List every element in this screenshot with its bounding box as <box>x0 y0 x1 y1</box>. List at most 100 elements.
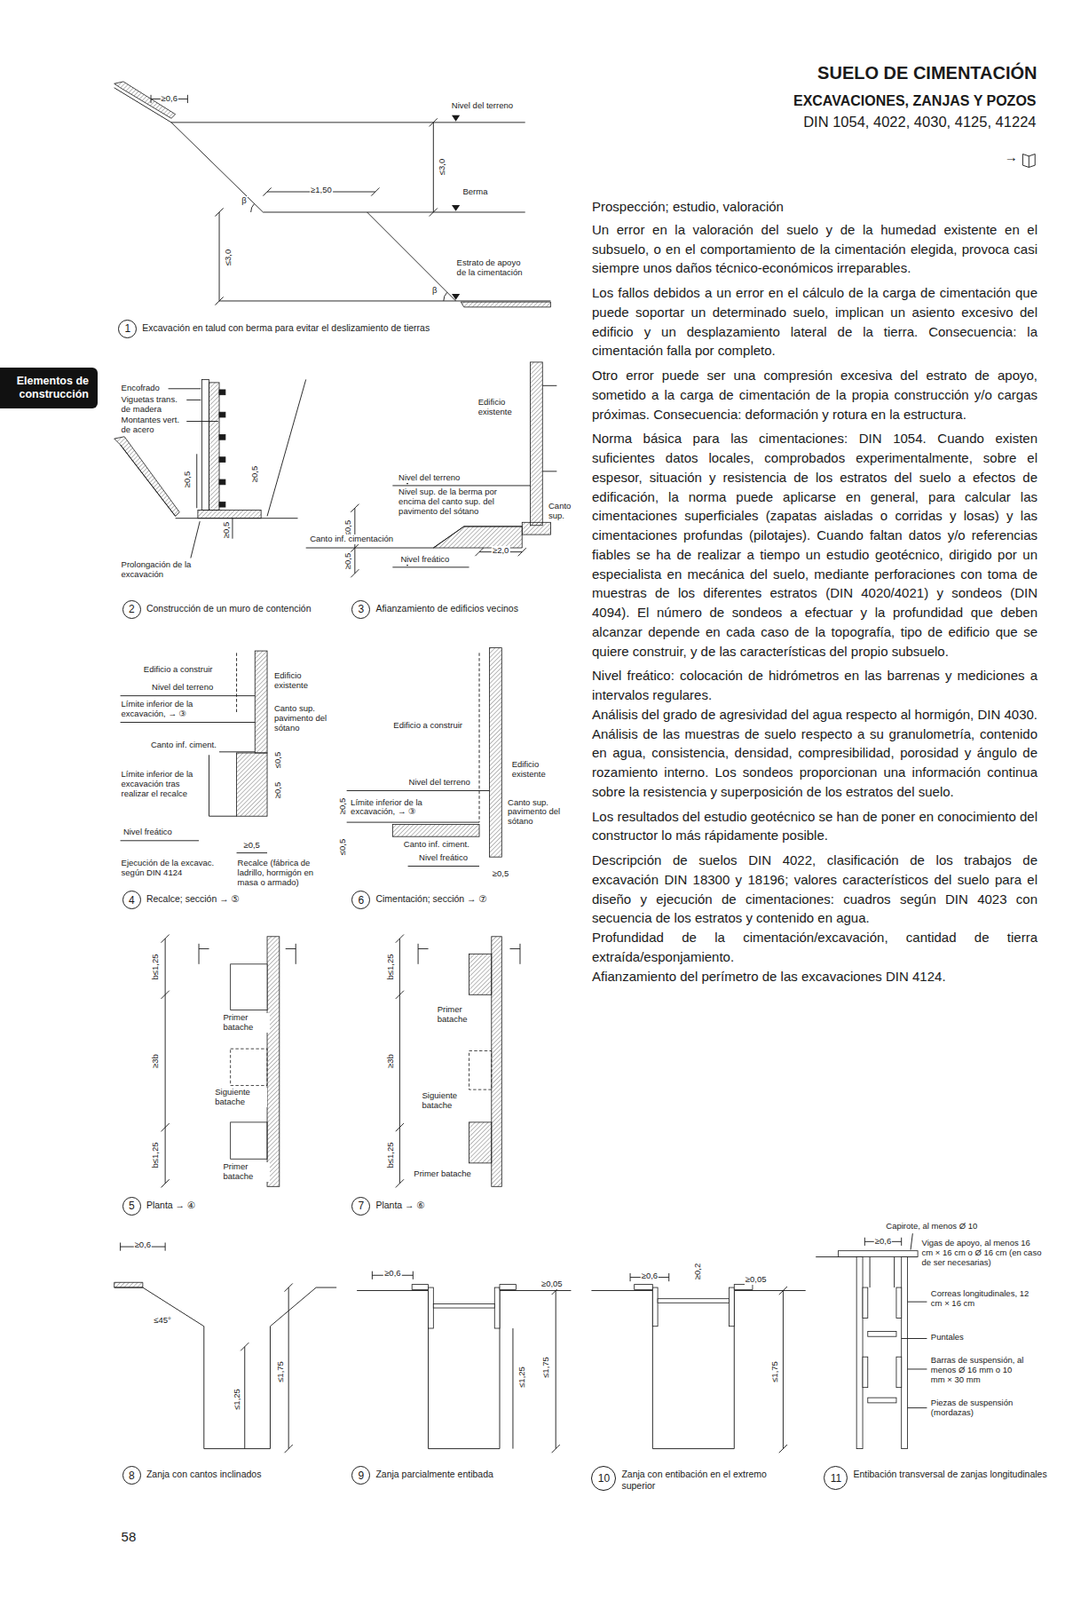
neighbour-building-figure <box>306 485 531 568</box>
neighbour-building-figure <box>433 526 522 548</box>
tab-text: Elementos de construcción <box>5 374 89 402</box>
part-label: Primer batache <box>221 1012 270 1033</box>
body-paragraph: Un error en la valoración del suelo y de… <box>591 220 1038 278</box>
part-label: Canto inf. cimentación <box>308 534 395 545</box>
top-shored-trench-figure <box>657 1298 729 1303</box>
part-label: Puntales <box>930 1332 965 1342</box>
figure-caption: 4Recalce; sección → ⑤ <box>122 890 331 909</box>
sloped-trench-figure <box>114 1281 143 1287</box>
part-label: Edificio existente <box>477 397 530 418</box>
figure-caption: 3Afianzamiento de edificios vecinos <box>351 599 560 619</box>
sloped-trench-figure <box>114 1286 337 1449</box>
underpinning-section-figure <box>236 652 237 714</box>
partially-shored-trench-figure <box>428 1286 434 1328</box>
callout-number: 3 <box>351 599 371 619</box>
transverse-shoring-figure <box>864 1232 927 1407</box>
caption-text: Zanja parcialmente entibada <box>375 1465 560 1480</box>
foundation-section-figure <box>479 652 481 822</box>
dimension-label: ≤1,75 <box>276 1360 286 1384</box>
transverse-shoring-figure <box>901 1256 908 1449</box>
dimension-label: b≤1,25 <box>386 953 396 981</box>
callout-number: 1 <box>118 319 137 339</box>
partially-shored-trench-figure <box>494 1286 500 1328</box>
part-label: ≥0,5 <box>242 840 261 851</box>
body-paragraph: Nivel freático: colocación de hidrómetro… <box>591 665 1038 705</box>
part-label: ≥0,6 <box>640 1270 659 1281</box>
part-label: Canto inf. ciment. <box>402 839 471 850</box>
part-label: ≤45° <box>152 1315 173 1326</box>
sloped-trench-figure <box>114 1242 337 1453</box>
caption-text: Recalce; sección → ⑤ <box>146 890 331 905</box>
retaining-wall-figure <box>209 382 220 511</box>
slope-excavation-figure <box>460 301 551 308</box>
part-label: Siguiente batache <box>213 1087 267 1107</box>
foundation-section-figure <box>392 823 480 837</box>
retaining-wall-figure <box>219 411 226 418</box>
callout-number: 9 <box>351 1465 371 1484</box>
dimension-label: ≤3,0 <box>223 247 234 266</box>
figure-caption: 1Excavación en talud con berma para evit… <box>118 319 530 339</box>
part-label: Estrato de apoyo de la cimentación <box>456 258 532 278</box>
dimension-label: ≥0,5 <box>221 520 232 539</box>
part-label: Edificio existente <box>273 670 322 691</box>
part-label: Edificio existente <box>511 759 560 780</box>
top-shored-trench-figure <box>591 1272 805 1452</box>
part-label: Nivel del terreno <box>450 101 514 111</box>
part-label: Ejecución de la excavac. según DIN 4124 <box>120 858 217 878</box>
part-label: Primer batache <box>436 1004 485 1025</box>
book-icon <box>1022 154 1035 168</box>
part-label: ≥1,50 <box>309 185 333 196</box>
top-shored-trench-figure <box>591 1290 805 1449</box>
caption-text: Planta → ⑥ <box>375 1196 498 1211</box>
underpinning-plan-figure <box>230 1048 268 1085</box>
dimension-label: ≥0,5 <box>182 470 193 489</box>
neighbour-building-figure <box>306 362 558 577</box>
callout-number: 8 <box>122 1465 142 1484</box>
body-paragraph: Afianzamiento del perímetro de las excav… <box>591 966 1038 987</box>
part-label: Edificio a construir <box>142 664 214 675</box>
partially-shored-trench-figure <box>371 1270 560 1453</box>
transverse-shoring-figure <box>896 1286 902 1318</box>
part-label: Montantes vert. de acero <box>120 415 186 435</box>
part-label: Capirote, al menos Ø 10 <box>884 1221 979 1231</box>
caption-text: Planta → ④ <box>146 1196 269 1211</box>
underpinning-section-figure <box>120 650 268 853</box>
underpinning-plan-figure <box>161 933 297 1187</box>
body-paragraph: Norma básica para las cimentaciones: DIN… <box>591 428 1038 661</box>
part-label: Encofrado <box>120 383 161 394</box>
retaining-wall-figure <box>120 378 307 518</box>
caption-text: Construcción de un muro de contención <box>146 599 316 615</box>
transverse-shoring-figure <box>862 1356 868 1387</box>
part-label: β <box>240 196 247 206</box>
figure-caption: 10Zanja con entibación en el extremo sup… <box>591 1465 790 1491</box>
retaining-wall-figure <box>219 479 226 485</box>
body-paragraph: Descripción de suelos DIN 4022, clasific… <box>591 850 1038 928</box>
part-label: Viguetas trans. de madera <box>120 394 186 415</box>
dimension-label: ≥0,5 <box>250 465 261 483</box>
dimension-label: b≤1,25 <box>149 1140 160 1168</box>
caption-text: Afianzamiento de edificios vecinos <box>375 599 560 615</box>
callout-number: 6 <box>351 890 371 909</box>
part-label: Nivel sup. de la berma por encima del ca… <box>397 487 524 517</box>
part-label: Primer batache <box>221 1161 270 1182</box>
underpinning-section-figure <box>254 650 268 753</box>
part-label: Piezas de suspensión (mordazas) <box>930 1397 1029 1418</box>
dimension-label: ≤3,0 <box>436 157 447 176</box>
header-text: EXCAVACIONES, ZANJAS Y POZOS <box>792 93 1038 110</box>
retaining-wall-figure <box>219 433 226 440</box>
part-label: Vigas de apoyo, al menos 16 cm × 16 cm o… <box>921 1238 1044 1268</box>
header-text: → <box>1003 149 1019 165</box>
retaining-wall-figure <box>197 510 261 519</box>
part-label: Canto sup. pavimento del sótano <box>273 703 332 734</box>
retaining-wall-figure <box>114 378 307 558</box>
top-shored-trench-figure <box>634 1284 654 1290</box>
part-label: Primer batache <box>412 1168 472 1179</box>
slope-excavation-figure <box>150 94 438 306</box>
figure-caption: 7Planta → ⑥ <box>351 1196 498 1215</box>
partially-shored-trench-figure <box>499 1284 516 1290</box>
top-shored-trench-figure <box>729 1286 735 1326</box>
foundation-plan-figure <box>491 936 502 1187</box>
slope-excavation-figure <box>114 81 552 308</box>
part-label: Barras de suspensión, al menos Ø 16 mm o… <box>930 1355 1029 1385</box>
